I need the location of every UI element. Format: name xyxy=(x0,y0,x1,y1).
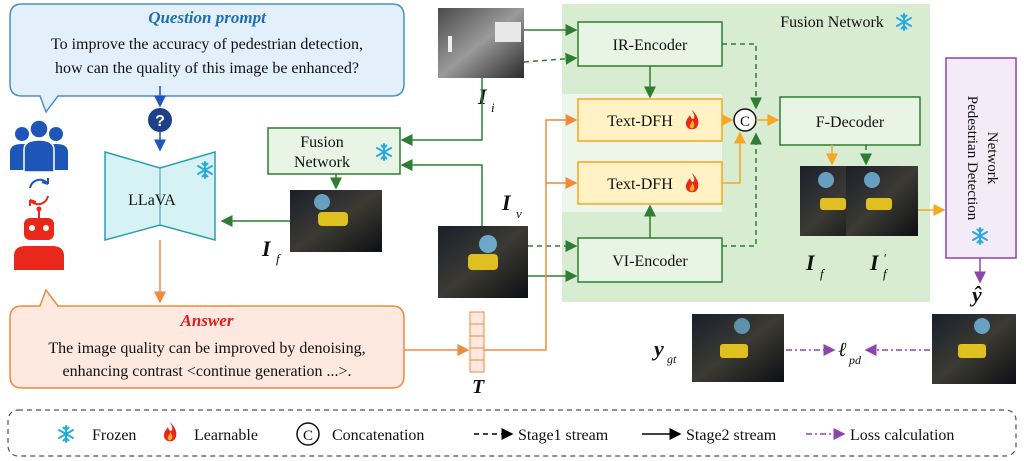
svg-text:?: ? xyxy=(155,113,165,130)
svg-text:′: ′ xyxy=(883,252,887,267)
legend-loss: Loss calculation xyxy=(850,427,954,444)
svg-text:I: I xyxy=(805,250,816,275)
arrow-T-to-text-dfh-1 xyxy=(484,114,578,351)
svg-text:ℓ: ℓ xyxy=(838,339,847,361)
svg-text:C: C xyxy=(303,428,313,444)
ir-encoder-label: IR-Encoder xyxy=(613,37,688,54)
arrow-ir-encoder-to-decoder-stage1 xyxy=(722,43,762,110)
answer-line-2: enhancing contrast <continue generation … xyxy=(62,363,351,380)
users-icon xyxy=(10,119,68,173)
svg-text:y: y xyxy=(651,336,664,361)
label-Iv: I v xyxy=(501,190,522,221)
fusion-network-small: Fusion Network xyxy=(267,127,401,175)
text-dfh-1-label: Text-DFH xyxy=(607,113,673,130)
label-If-prime: I ′ f xyxy=(869,250,889,281)
robot-icon xyxy=(14,206,64,270)
ir-encoder: IR-Encoder xyxy=(577,21,723,67)
question-prompt-bubble: Question prompt To improve the accuracy … xyxy=(9,3,405,114)
label-Ii: I i xyxy=(477,84,495,115)
vi-encoder: VI-Encoder xyxy=(577,237,723,283)
svg-text:f: f xyxy=(276,251,282,266)
answer-bubble: Answer The image quality can be improved… xyxy=(9,288,405,389)
fused-image-left xyxy=(290,190,382,252)
label-T: T xyxy=(472,376,485,398)
concat-legend-icon xyxy=(296,422,320,446)
llava-label: LLaVA xyxy=(128,192,176,209)
svg-text:f: f xyxy=(820,266,826,281)
legend-frozen: Frozen xyxy=(92,427,136,444)
label-If: I f xyxy=(805,250,826,281)
svg-text:I: I xyxy=(501,190,512,215)
legend-stage1: Stage1 stream xyxy=(518,427,609,444)
text-dfh-1: Text-DFH xyxy=(577,98,723,142)
text-feature-stack xyxy=(469,311,485,373)
pedestrian-line-1: Pedestrian Detection xyxy=(964,96,980,221)
legend: Frozen Learnable C Concatenation Stage1 … xyxy=(7,409,1017,457)
svg-text:pd: pd xyxy=(848,353,862,367)
text-dfh-2-label: Text-DFH xyxy=(607,176,673,193)
question-line-2: how can the quality of this image be enh… xyxy=(55,60,359,77)
f-decoder-label: F-Decoder xyxy=(816,114,885,131)
question-circle-icon: ? xyxy=(148,108,172,132)
arrow-dfh2-to-concat xyxy=(722,131,746,184)
f-decoder: F-Decoder xyxy=(779,96,921,146)
visible-image xyxy=(438,226,528,298)
fusion-small-line-1: Fusion xyxy=(300,134,344,151)
fused-image-If-prime xyxy=(846,166,918,236)
answer-line-1: The image quality can be improved by den… xyxy=(48,340,365,357)
question-title: Question prompt xyxy=(148,8,267,27)
fusion-small-line-2: Network xyxy=(294,154,350,171)
legend-learnable: Learnable xyxy=(194,427,258,444)
ground-truth-image xyxy=(692,314,784,382)
text-dfh-2: Text-DFH xyxy=(577,161,723,205)
cycle-arrows-icon xyxy=(29,178,49,206)
answer-title: Answer xyxy=(180,311,234,330)
arrow-vi-encoder-to-decoder-stage1 xyxy=(722,132,762,247)
concatenation-node: C xyxy=(733,108,757,132)
legend-concatenation: Concatenation xyxy=(332,427,424,444)
svg-text:gt: gt xyxy=(667,352,677,366)
svg-text:I: I xyxy=(261,236,272,261)
legend-stage2: Stage2 stream xyxy=(686,427,777,444)
fusion-network-title: Fusion Network xyxy=(780,14,884,31)
pedestrian-detection-network: Pedestrian Detection Network xyxy=(945,57,1017,259)
llava-model: LLaVA xyxy=(104,151,216,241)
svg-text:i: i xyxy=(491,100,495,115)
arrow-vi-to-fusion-small xyxy=(400,159,483,226)
svg-text:v: v xyxy=(516,206,522,221)
detection-output-image xyxy=(932,314,1016,384)
svg-text:f: f xyxy=(883,266,889,281)
infrared-image xyxy=(438,8,524,78)
vi-encoder-label: VI-Encoder xyxy=(612,253,688,270)
label-loss-pd: ℓ pd xyxy=(838,339,862,367)
label-y-hat: ŷ xyxy=(969,282,982,307)
label-y-gt: y gt xyxy=(651,336,677,366)
svg-text:C: C xyxy=(740,114,750,130)
pedestrian-line-2: Network xyxy=(984,132,1000,185)
arrow-ir-to-fusion-small xyxy=(400,78,483,146)
label-If-left: I f xyxy=(261,236,282,266)
question-line-1: To improve the accuracy of pedestrian de… xyxy=(51,36,363,53)
svg-text:I: I xyxy=(869,250,880,275)
